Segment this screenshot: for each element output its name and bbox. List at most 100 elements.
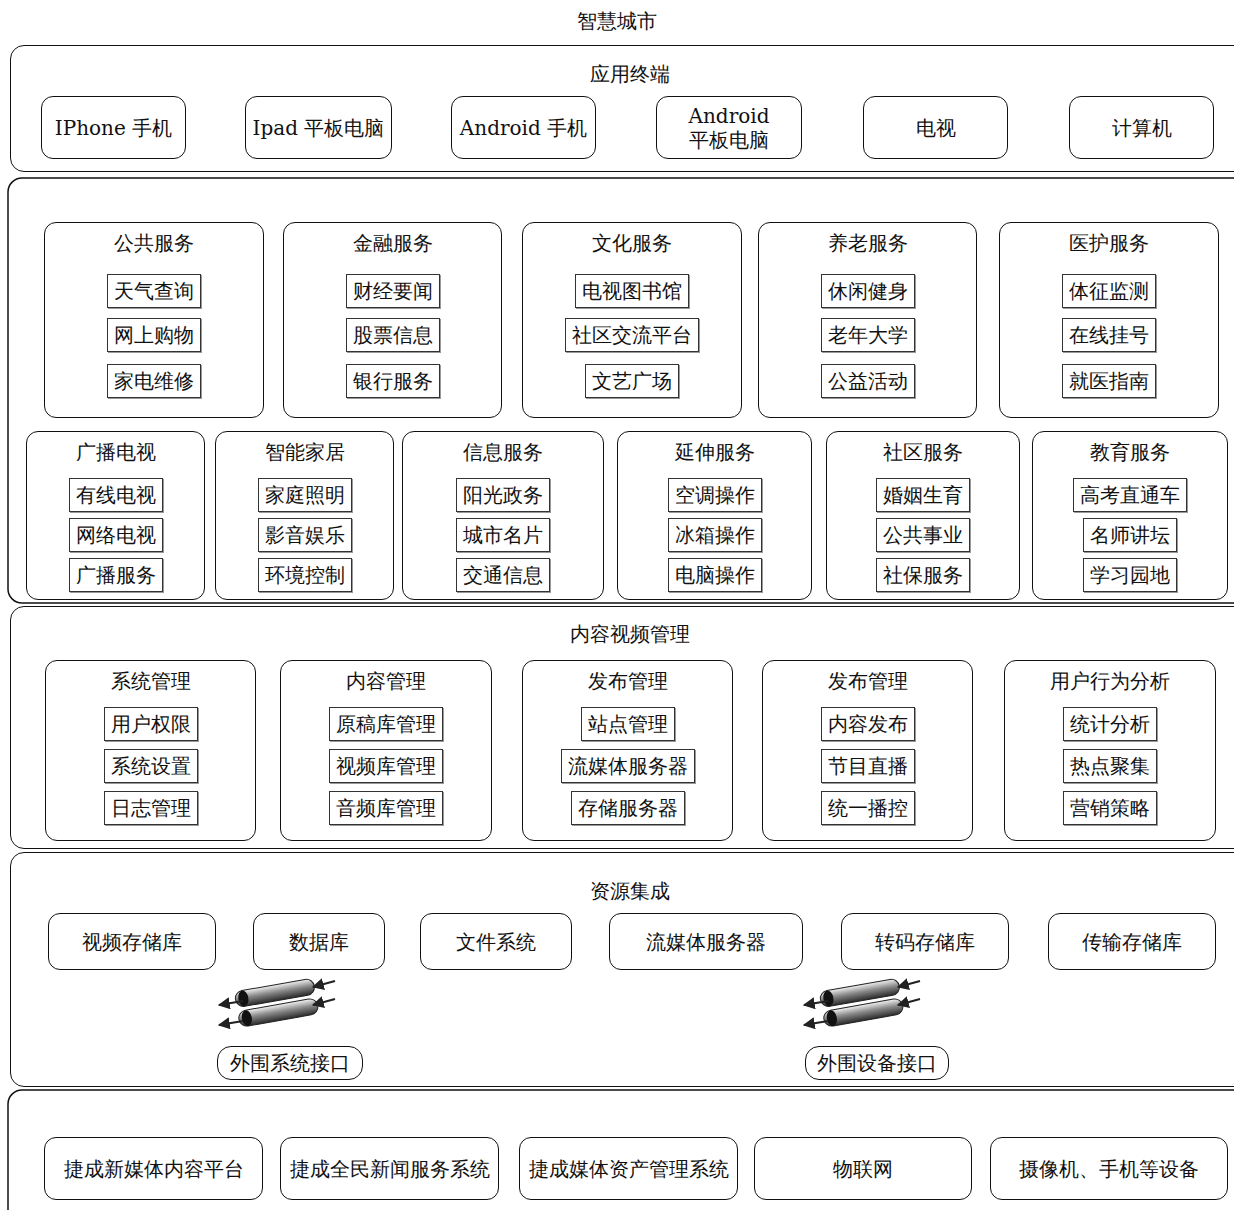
function-item: 日志管理 — [104, 791, 198, 825]
function-item: 站点管理 — [581, 707, 675, 741]
group-heading: 信息服务 — [403, 440, 603, 464]
node-label: 老年大学 — [828, 323, 908, 347]
function-item: 网上购物 — [107, 318, 201, 352]
node-label: 财经要闻 — [353, 279, 433, 303]
node-label: 流媒体服务器 — [646, 930, 766, 954]
module-box: 捷成全民新闻服务系统 — [280, 1137, 499, 1200]
function-item: 婚姻生育 — [876, 478, 970, 512]
function-item: 存储服务器 — [571, 791, 685, 825]
source-band — [8, 1090, 1234, 1210]
function-item: 广播服务 — [69, 558, 163, 592]
node-label: 用户权限 — [111, 712, 191, 736]
service-group: 发布管理站点管理流媒体服务器存储服务器 — [522, 660, 733, 841]
function-item: 原稿库管理 — [329, 707, 443, 741]
service-band — [8, 178, 1234, 603]
function-item: 高考直通车 — [1073, 478, 1187, 512]
interface-icon — [219, 978, 335, 1027]
function-item: 文艺广场 — [585, 364, 679, 398]
group-heading: 系统管理 — [46, 669, 255, 693]
node-label: 外围设备接口 — [817, 1051, 937, 1075]
node-label: 电脑操作 — [675, 563, 755, 587]
function-item: 空调操作 — [668, 478, 762, 512]
function-item: 营销策略 — [1063, 791, 1157, 825]
group-heading: 教育服务 — [1033, 440, 1227, 464]
node-label: 公共事业 — [883, 523, 963, 547]
node-label: 转码存储库 — [875, 930, 975, 954]
node-label: 文件系统 — [456, 930, 536, 954]
node-label: 名师讲坛 — [1090, 523, 1170, 547]
node-label: 电视图书馆 — [582, 279, 682, 303]
group-heading: 广播电视 — [27, 440, 204, 464]
module-box: 捷成新媒体内容平台 — [44, 1137, 263, 1200]
node-label: 城市名片 — [463, 523, 543, 547]
function-item: 休闲健身 — [821, 274, 915, 308]
node-label: 网上购物 — [114, 323, 194, 347]
group-heading: 医护服务 — [1000, 231, 1218, 255]
group-heading: 内容视频管理 — [11, 622, 1234, 646]
function-item: 环境控制 — [258, 558, 352, 592]
service-group: 养老服务休闲健身老年大学公益活动 — [758, 222, 977, 418]
function-item: 热点聚集 — [1063, 749, 1157, 783]
function-item: 学习园地 — [1083, 558, 1177, 592]
group-heading: 养老服务 — [759, 231, 976, 255]
function-item: 冰箱操作 — [668, 518, 762, 552]
node-label: 统一播控 — [828, 796, 908, 820]
module-box: IPhone 手机 — [41, 96, 186, 159]
module-box: Android 平板电脑 — [656, 96, 802, 159]
group-heading: 发布管理 — [763, 669, 972, 693]
function-item: 影音娱乐 — [258, 518, 352, 552]
node-label: 社区交流平台 — [572, 323, 692, 347]
module-box: 文件系统 — [420, 913, 572, 970]
node-label: 原稿库管理 — [336, 712, 436, 736]
module-box: 视频存储库 — [48, 913, 216, 970]
group-heading: 用户行为分析 — [1005, 669, 1215, 693]
node-label: Ipad 平板电脑 — [253, 116, 385, 140]
node-label: IPhone 手机 — [55, 116, 172, 140]
function-item: 家电维修 — [107, 364, 201, 398]
function-item: 财经要闻 — [346, 274, 440, 308]
node-label: 有线电视 — [76, 483, 156, 507]
node-label: 文艺广场 — [592, 369, 672, 393]
service-group: 医护服务体征监测在线挂号就医指南 — [999, 222, 1219, 418]
service-group: 公共服务天气查询网上购物家电维修 — [44, 222, 264, 418]
node-label: 休闲健身 — [828, 279, 908, 303]
module-box: 流媒体服务器 — [609, 913, 803, 970]
node-label: 摄像机、手机等设备 — [1019, 1157, 1199, 1181]
module-box: 转码存储库 — [841, 913, 1009, 970]
group-heading: 文化服务 — [523, 231, 741, 255]
service-group: 内容管理原稿库管理视频库管理音频库管理 — [280, 660, 492, 841]
service-group: 用户行为分析统计分析热点聚集营销策略 — [1004, 660, 1216, 841]
module-box: 计算机 — [1069, 96, 1214, 159]
function-item: 阳光政务 — [456, 478, 550, 512]
node-label: 节目直播 — [828, 754, 908, 778]
node-label: 电视 — [916, 116, 956, 140]
module-box: Ipad 平板电脑 — [245, 96, 392, 159]
node-label: 影音娱乐 — [265, 523, 345, 547]
node-label: 数据库 — [289, 930, 349, 954]
function-item: 家庭照明 — [258, 478, 352, 512]
function-item: 网络电视 — [69, 518, 163, 552]
function-item: 流媒体服务器 — [561, 749, 695, 783]
node-label: 学习园地 — [1090, 563, 1170, 587]
node-label: 高考直通车 — [1080, 483, 1180, 507]
group-heading: 延伸服务 — [618, 440, 811, 464]
service-group: 系统管理用户权限系统设置日志管理 — [45, 660, 256, 841]
function-item: 用户权限 — [104, 707, 198, 741]
interface-label: 外围设备接口 — [805, 1046, 949, 1080]
node-label: 流媒体服务器 — [568, 754, 688, 778]
interface-label: 外围系统接口 — [217, 1046, 363, 1080]
node-label: 社保服务 — [883, 563, 963, 587]
node-label: 阳光政务 — [463, 483, 543, 507]
function-item: 视频库管理 — [329, 749, 443, 783]
node-label: 在线挂号 — [1069, 323, 1149, 347]
function-item: 银行服务 — [346, 364, 440, 398]
module-box: 电视 — [863, 96, 1008, 159]
node-label: 股票信息 — [353, 323, 433, 347]
function-item: 城市名片 — [456, 518, 550, 552]
node-label: 统计分析 — [1070, 712, 1150, 736]
node-label: 外围系统接口 — [230, 1051, 350, 1075]
function-item: 社区交流平台 — [565, 318, 699, 352]
group-heading: 社区服务 — [827, 440, 1019, 464]
group-heading: 内容管理 — [281, 669, 491, 693]
node-label: 存储服务器 — [578, 796, 678, 820]
